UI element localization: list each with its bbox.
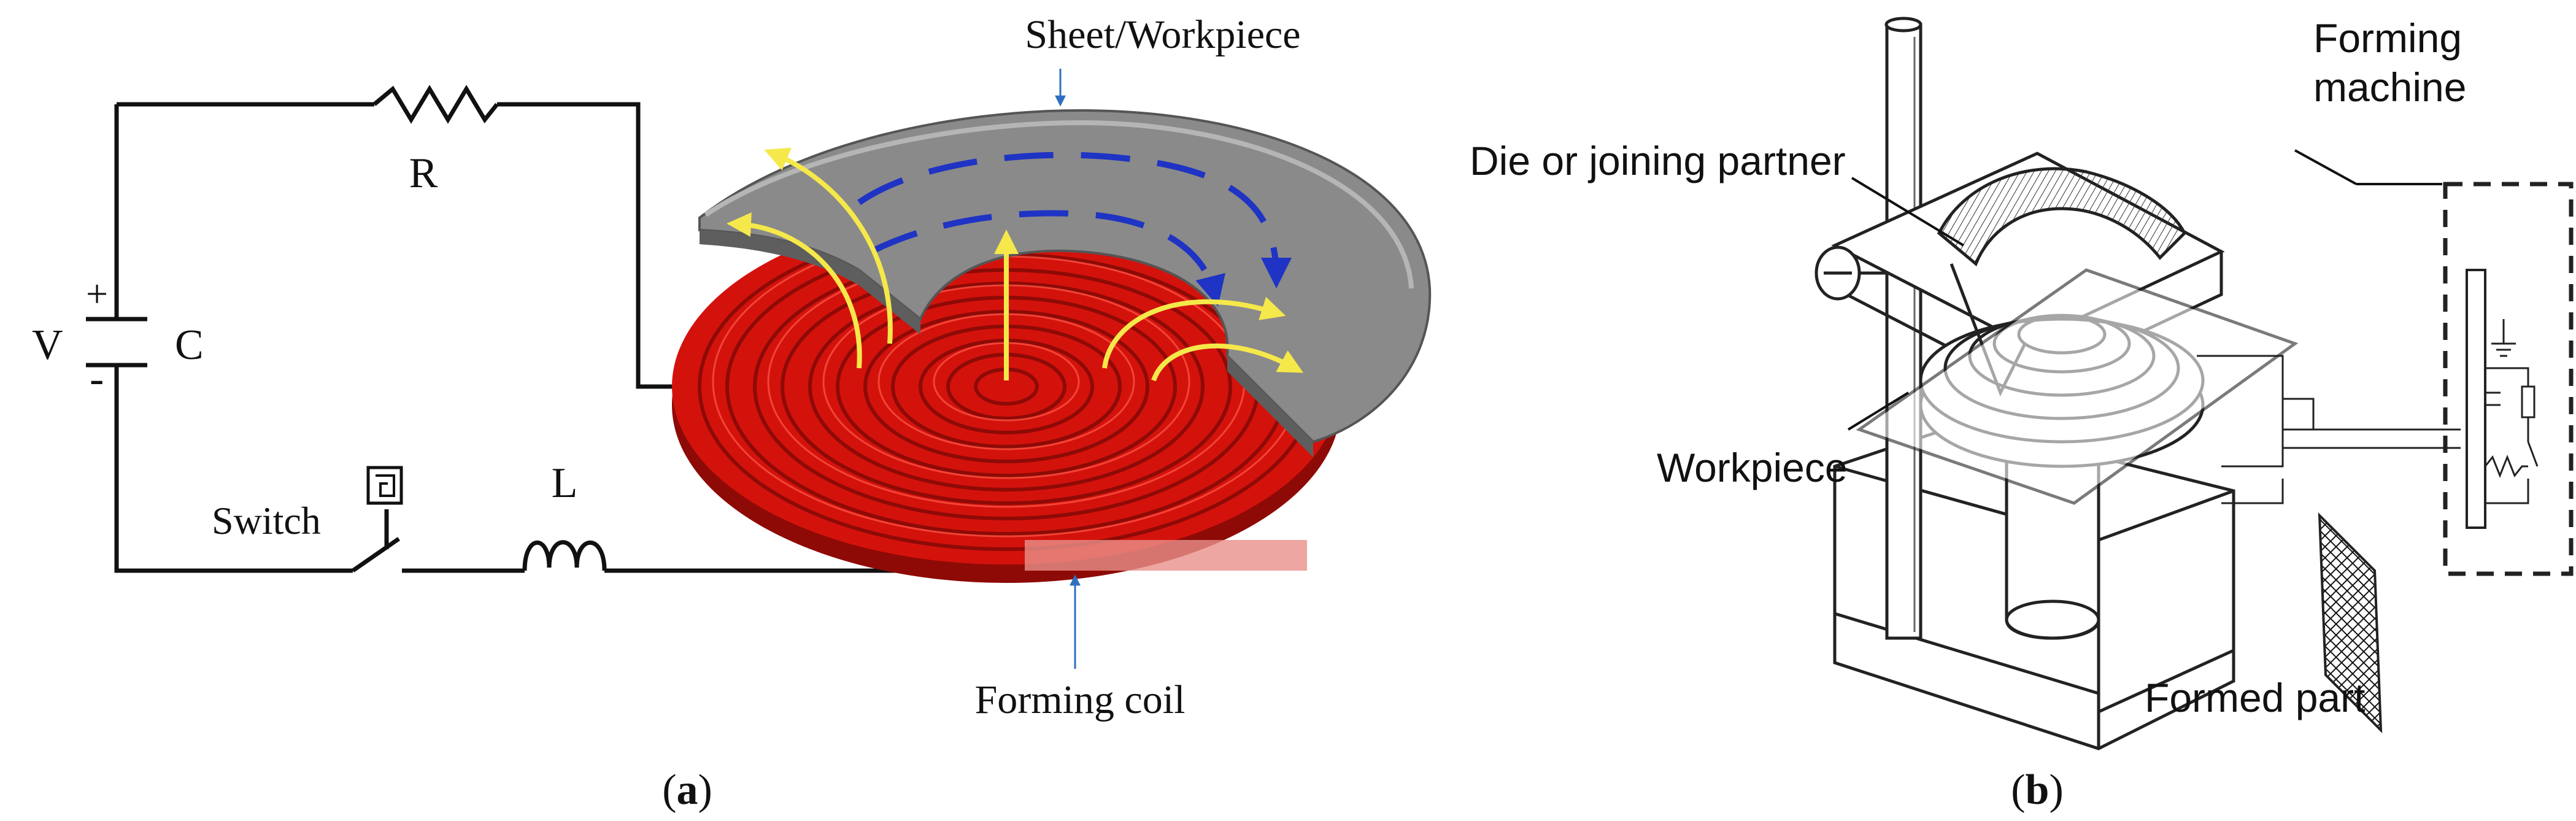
label-c: C: [175, 322, 204, 369]
magnetic-field-lines: [727, 147, 1304, 382]
label-l: L: [552, 460, 578, 507]
label-forming-coil: Forming coil: [975, 677, 1186, 722]
connection-leads: [2197, 355, 2461, 504]
label-forming-machine-line2: machine: [2313, 64, 2466, 110]
switch-icon: [366, 466, 403, 505]
resistor: [372, 85, 499, 124]
label-minus: -: [90, 355, 104, 403]
formed-part: [2318, 512, 2383, 734]
forming-coil: [672, 209, 1341, 583]
leader-lines: [1847, 149, 2442, 431]
workpiece-sheet: [1856, 268, 2299, 505]
label-sheet-workpiece: Sheet/Workpiece: [1025, 12, 1300, 57]
label-workpiece: Workpiece: [1657, 445, 1848, 490]
label-die-partner: Die or joining partner: [1470, 138, 1846, 183]
label-switch: Switch: [212, 499, 321, 542]
label-plus: +: [86, 272, 108, 315]
caption-a: (a): [662, 766, 712, 814]
eddy-current-lines: [857, 152, 1292, 307]
guide-rod: [1884, 17, 1922, 640]
clamp-knob: [1814, 245, 1887, 301]
panel-b: [1814, 17, 2574, 750]
label-formed-part: Formed part: [2145, 675, 2365, 720]
label-forming-machine-line1: Forming: [2313, 15, 2462, 61]
label-r: R: [409, 150, 438, 197]
label-v: V: [32, 322, 63, 369]
caption-b: (b): [2011, 766, 2064, 814]
panel-a: R V + - C Switch L Sheet/Workpiece Formi…: [32, 12, 1432, 814]
inductor: [522, 540, 607, 571]
panel-b-labels: Die or joining partner Workpiece Forming…: [1470, 15, 2466, 814]
switch-blade: [352, 537, 400, 572]
wire-left-lower: [114, 365, 353, 573]
forming-machine-box: [2443, 182, 2574, 576]
